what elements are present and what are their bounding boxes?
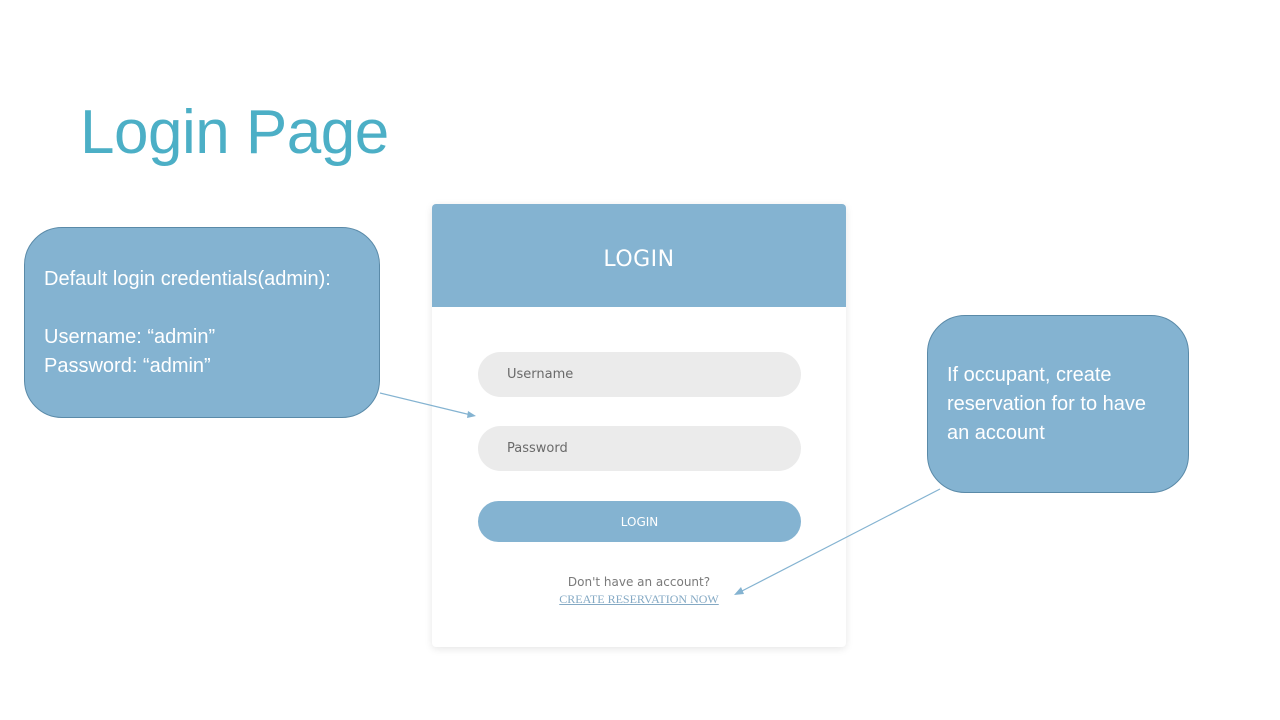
login-header-title: LOGIN <box>603 247 675 272</box>
login-card: LOGIN LOGIN Don't have an account? CREAT… <box>432 204 846 647</box>
signup-prompt: Don't have an account? <box>567 575 711 589</box>
occupant-callout: If occupant, create reservation for to h… <box>927 315 1189 493</box>
occupant-callout-text: If occupant, create reservation for to h… <box>947 364 1146 444</box>
credentials-heading: Default login credentials(admin): <box>44 268 331 290</box>
password-input[interactable] <box>478 426 801 471</box>
callout-spacer <box>44 294 361 323</box>
create-reservation-link[interactable]: CREATE RESERVATION NOW <box>432 592 846 607</box>
login-card-header: LOGIN <box>432 204 846 307</box>
create-reservation-link-text[interactable]: CREATE RESERVATION NOW <box>559 592 719 606</box>
credentials-password: Password: “admin” <box>44 355 211 377</box>
username-input[interactable] <box>478 352 801 397</box>
credentials-callout: Default login credentials(admin): Userna… <box>24 227 380 418</box>
page-title: Login Page <box>80 98 389 167</box>
credentials-username: Username: “admin” <box>44 326 216 348</box>
login-button[interactable]: LOGIN <box>478 501 801 542</box>
